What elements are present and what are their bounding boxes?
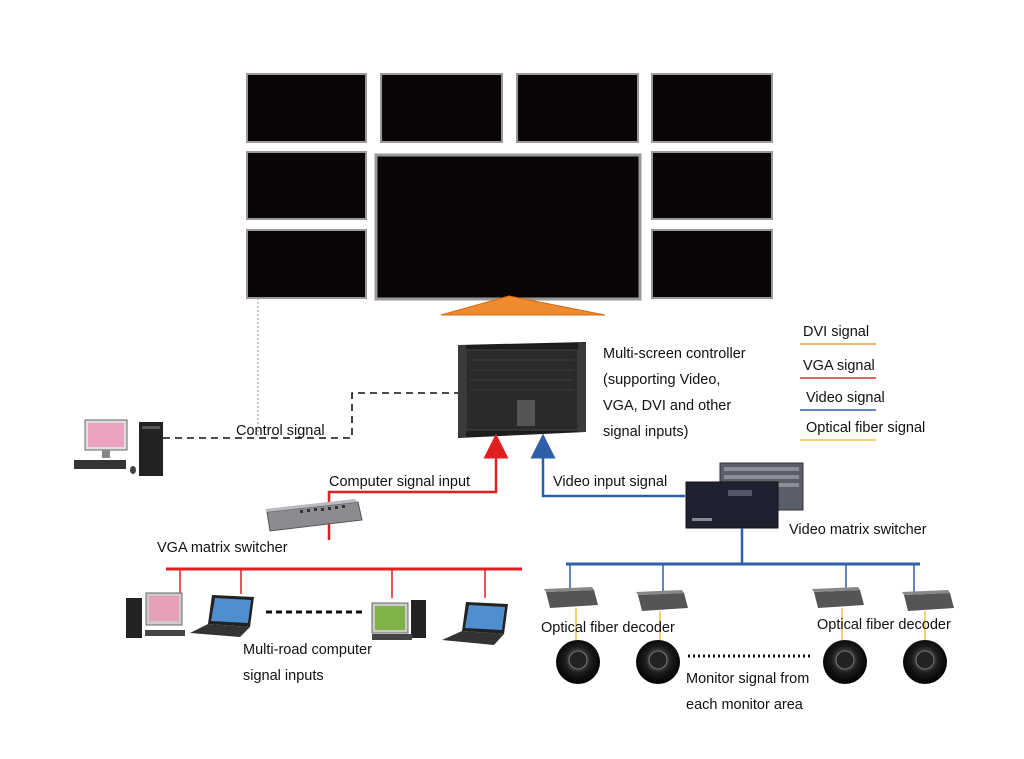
controller-label-4: signal inputs) <box>603 424 688 440</box>
multi-road-label-1: Multi-road computer <box>243 642 372 658</box>
control-computer <box>74 419 163 476</box>
legend-video-label: Video signal <box>806 390 885 406</box>
optical-decoder-label-left: Optical fiber decoder <box>541 620 675 636</box>
controller-label-2: (supporting Video, <box>603 372 720 388</box>
output-arrow <box>440 295 606 316</box>
video-input-signal-label: Video input signal <box>553 474 667 490</box>
video-input-line <box>530 433 685 498</box>
legend-dvi-label: DVI signal <box>803 324 869 340</box>
monitor-signal-label-1: Monitor signal from <box>686 671 809 687</box>
multi-road-label-2: signal inputs <box>243 668 324 684</box>
multi-screen-controller <box>458 342 586 438</box>
dome-cameras <box>556 640 947 684</box>
vga-matrix-switcher-label: VGA matrix switcher <box>157 540 288 556</box>
video-wall <box>246 73 773 301</box>
optical-decoder-label-right: Optical fiber decoder <box>817 617 951 633</box>
video-matrix-switcher <box>685 462 804 529</box>
monitor-signal-label-2: each monitor area <box>686 697 804 713</box>
vga-matrix-switcher <box>265 499 363 532</box>
video-matrix-switcher-label: Video matrix switcher <box>789 522 927 538</box>
vga-source-computers <box>126 592 508 645</box>
controller-label-1: Multi-screen controller <box>603 346 746 362</box>
controller-label-3: VGA, DVI and other <box>603 398 731 414</box>
legend: DVI signal VGA signal Video signal Optic… <box>800 324 925 441</box>
vga-input-line <box>327 433 509 540</box>
legend-fiber-label: Optical fiber signal <box>806 420 925 436</box>
control-signal-label: Control signal <box>236 423 325 439</box>
legend-vga-label: VGA signal <box>803 358 875 374</box>
optical-fiber-decoders <box>544 587 954 611</box>
computer-signal-input-label: Computer signal input <box>329 474 470 490</box>
